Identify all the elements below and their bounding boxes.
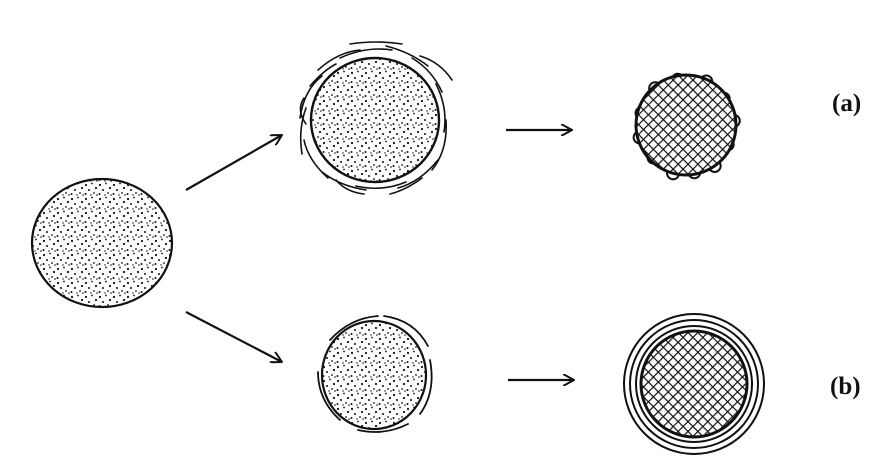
source-particle [32, 179, 172, 307]
particle-with-coating [624, 314, 764, 454]
particle-with-fibres [300, 42, 452, 194]
branch-arrow-lower [186, 312, 282, 362]
route-label-a: (a) [832, 91, 861, 116]
particle-with-shell [318, 316, 432, 432]
branch-arrow-upper [186, 135, 282, 190]
route-label-b: (b) [830, 374, 861, 399]
particle-with-tubes [632, 73, 740, 181]
